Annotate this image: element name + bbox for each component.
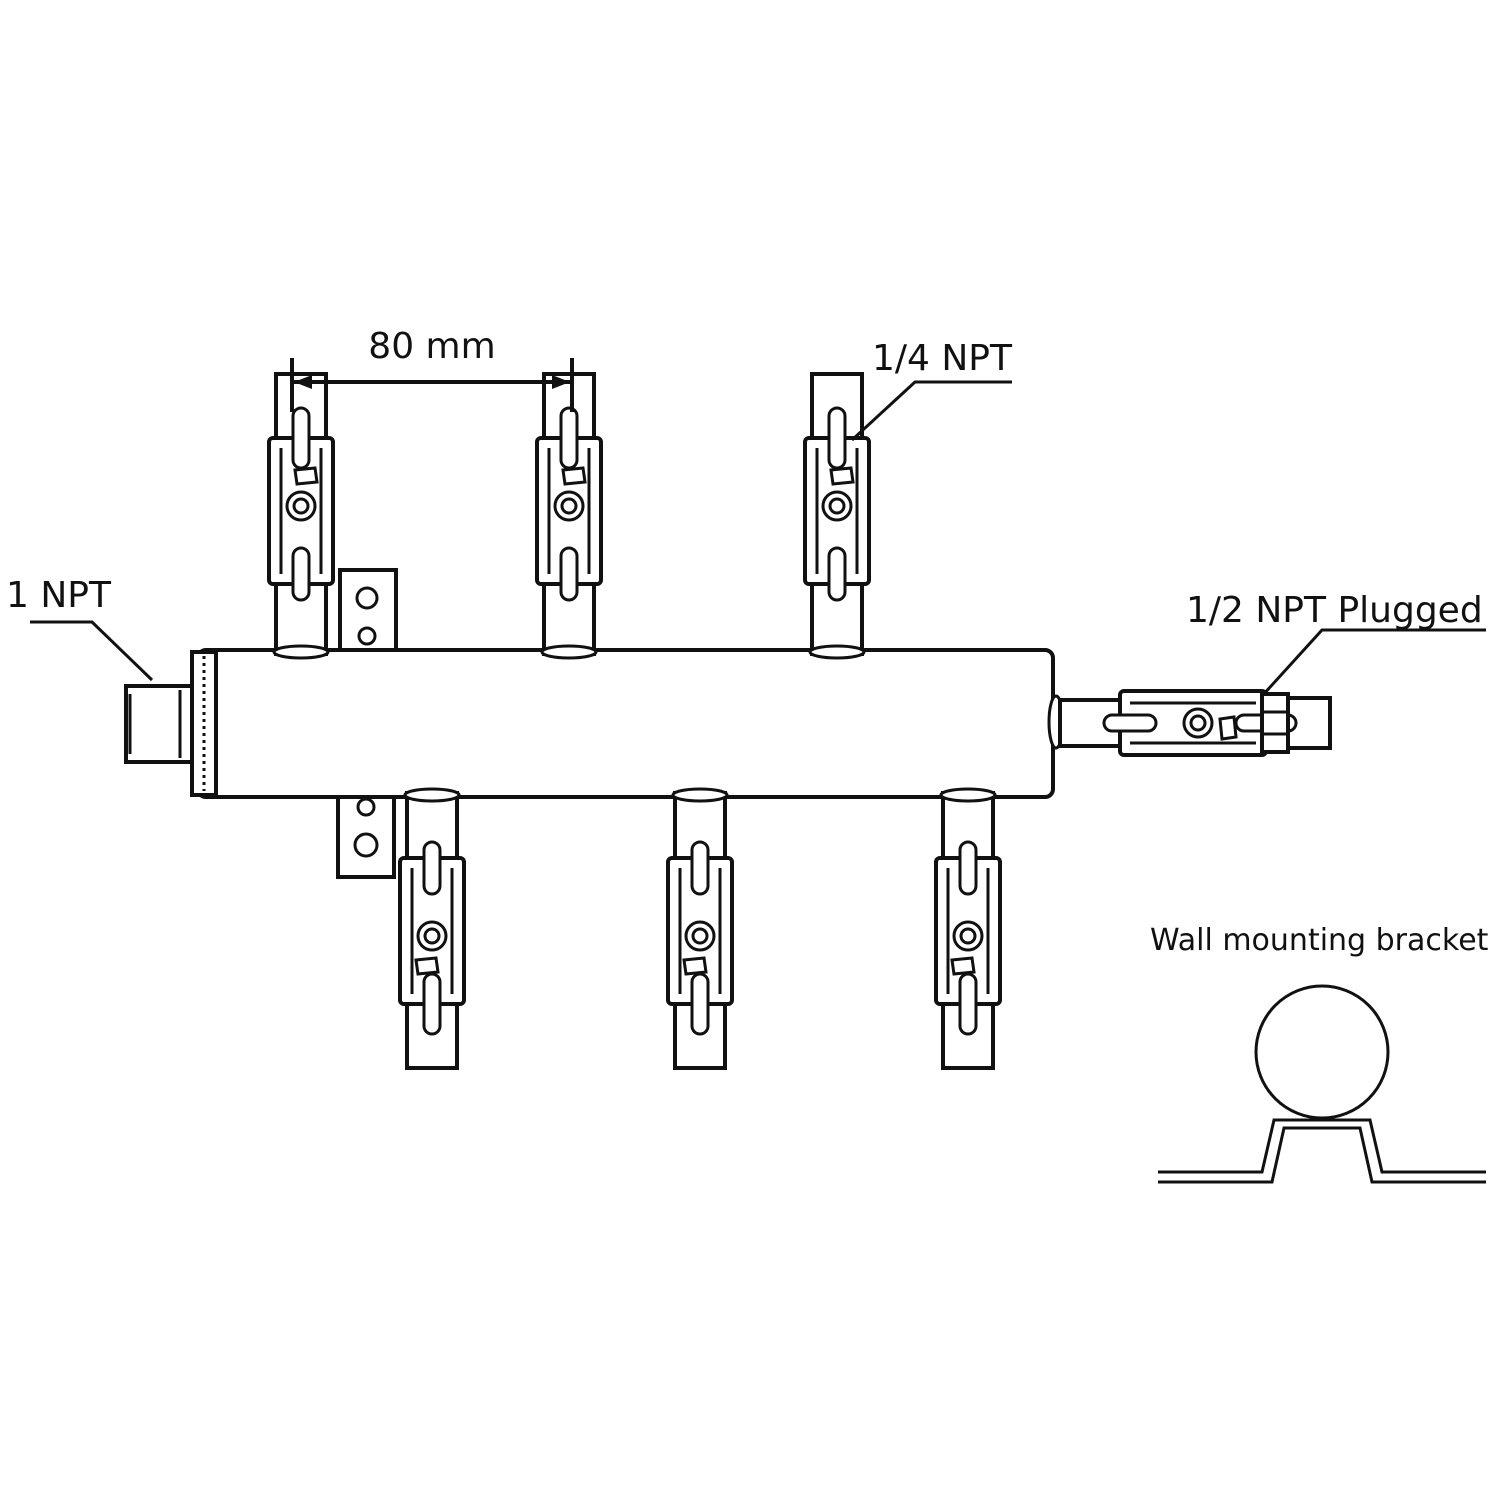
top-valve-1 bbox=[267, 372, 335, 660]
dimension-80mm bbox=[290, 358, 574, 412]
outlet-size-label: 1/4 NPT bbox=[872, 338, 1013, 379]
dimension-label: 80 mm bbox=[368, 326, 495, 367]
top-valve-3 bbox=[803, 372, 871, 660]
manifold-body bbox=[190, 648, 1055, 799]
outlet-size-leader bbox=[850, 380, 1012, 442]
inlet-fitting bbox=[124, 684, 194, 764]
bracket-title: Wall mounting bracket bbox=[1150, 923, 1489, 958]
bottom-bracket-tab bbox=[336, 795, 396, 879]
end-port-valve bbox=[1047, 689, 1332, 757]
bottom-valve-1 bbox=[398, 787, 466, 1070]
inlet-size-leader bbox=[30, 620, 154, 682]
top-valve-2 bbox=[535, 372, 603, 660]
bottom-valve-3 bbox=[934, 787, 1002, 1070]
bottom-valve-2 bbox=[666, 787, 734, 1070]
top-bracket-tab bbox=[338, 568, 398, 652]
end-port-leader bbox=[1260, 628, 1486, 698]
bracket-profile bbox=[1158, 984, 1486, 1184]
end-port-label: 1/2 NPT Plugged bbox=[1186, 590, 1483, 631]
inlet-size-label: 1 NPT bbox=[6, 575, 112, 616]
